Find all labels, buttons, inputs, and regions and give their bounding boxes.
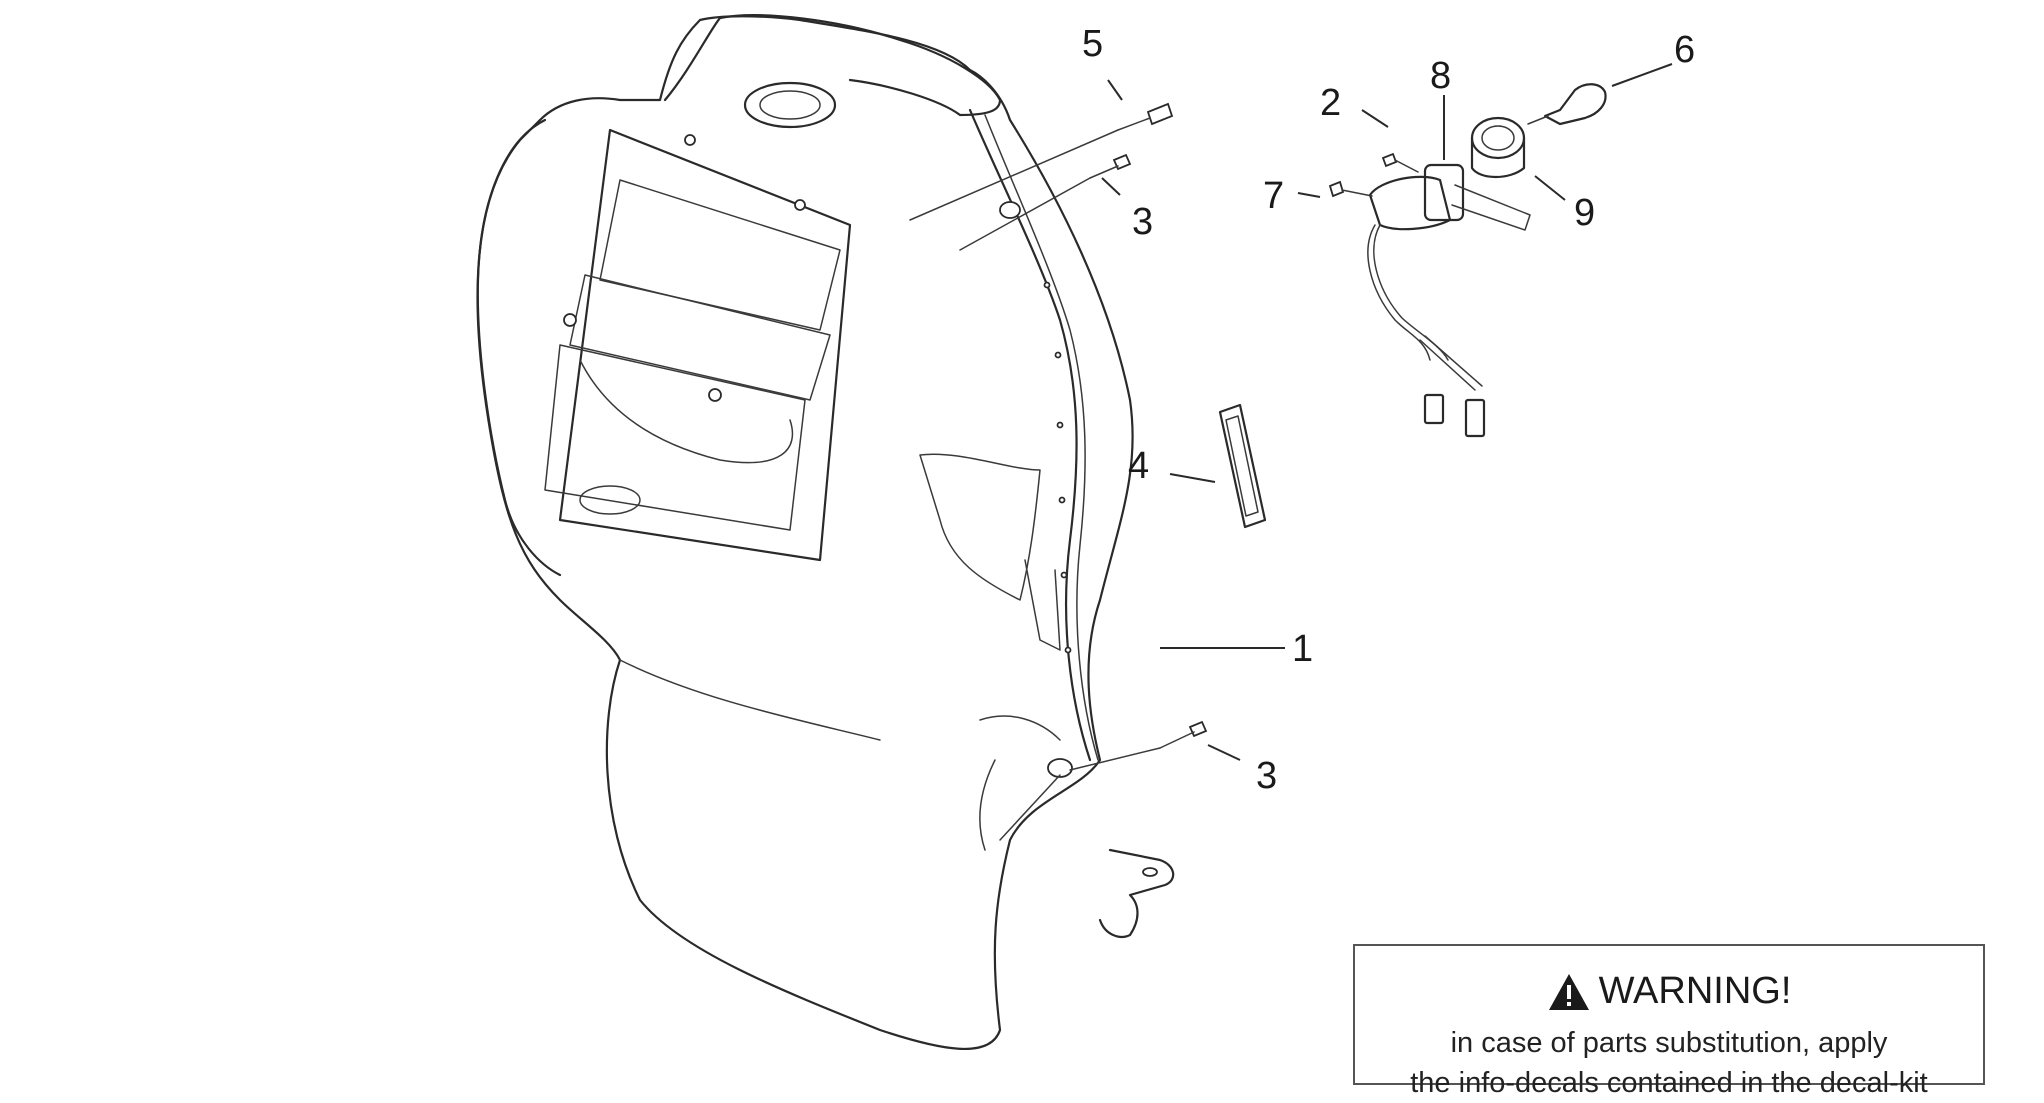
label-part-7: 7 [1263,175,1284,217]
screw-5 [909,102,1174,221]
screw-3-lower-axis [999,774,1061,841]
decal-plate-4 [1218,403,1267,529]
warning-title: WARNING! [1598,970,1792,1012]
warning-triangle-icon [1548,973,1589,1010]
label-part-6: 6 [1674,29,1695,71]
warning-box: WARNING! in case of parts substitution, … [1353,944,1985,1099]
screw-3-upper [959,153,1132,251]
label-part-3-lower: 3 [1256,755,1277,797]
label-part-3-upper: 3 [1132,201,1153,243]
label-part-5: 5 [1082,23,1103,65]
screw-3-lower [1069,720,1208,771]
label-part-4: 4 [1128,445,1149,487]
leader-lines [1101,63,1673,761]
warning-title-row: WARNING! [1355,970,1983,1013]
label-part-8: 8 [1430,55,1451,97]
warning-line-2: the info-decals contained in the decal-k… [1410,1067,1928,1099]
front-shield-body [476,14,1175,1051]
ignition-switch-assembly [1328,83,1607,438]
label-part-1: 1 [1292,628,1313,670]
label-part-2: 2 [1320,82,1341,124]
label-part-9: 9 [1574,192,1595,234]
warning-line-1: in case of parts substitution, apply [1450,1027,1888,1059]
